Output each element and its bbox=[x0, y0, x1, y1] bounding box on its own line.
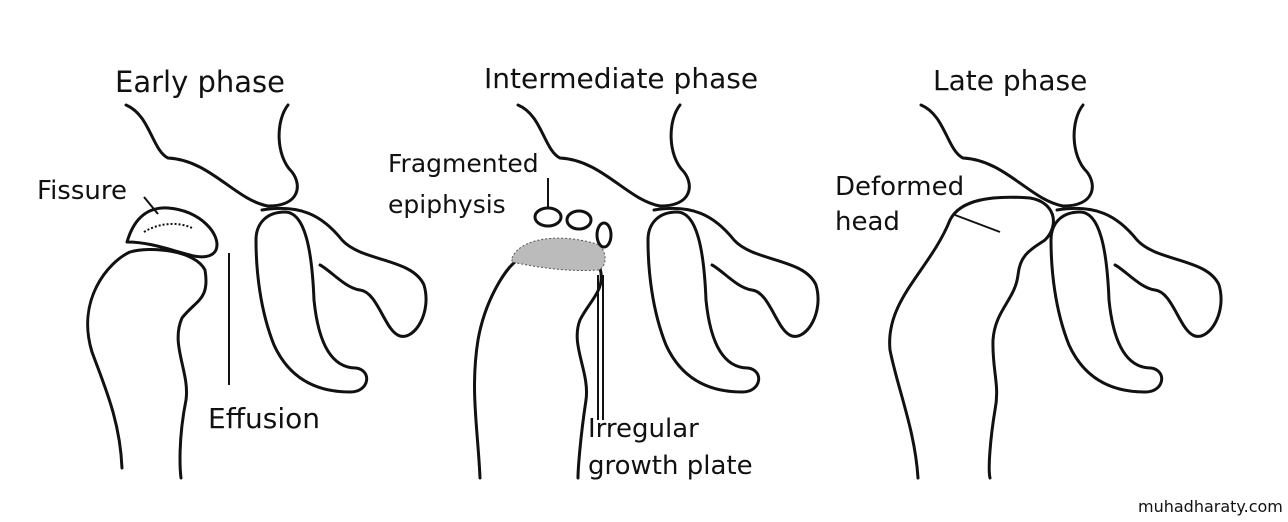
deformed-femur bbox=[888, 195, 1055, 480]
label-deformed: Deformed bbox=[835, 172, 964, 202]
label-fissure: Fissure bbox=[37, 176, 127, 206]
label-head: head bbox=[835, 207, 900, 237]
acetabulum bbox=[516, 103, 691, 208]
panel-title: Late phase bbox=[933, 64, 1087, 97]
epiphysis bbox=[125, 206, 219, 259]
acetabulum bbox=[124, 103, 299, 208]
panel-early-phase: Early phase Fissure Effusion bbox=[37, 65, 428, 480]
label-fragmented: Fragmented bbox=[388, 149, 539, 178]
label-irregular: Irregular bbox=[588, 414, 699, 444]
fragment-3 bbox=[595, 221, 613, 249]
femur bbox=[473, 260, 603, 480]
deformed-pointer bbox=[954, 214, 1001, 233]
panel-title: Intermediate phase bbox=[484, 62, 758, 95]
pelvis bbox=[1049, 206, 1223, 394]
panel-intermediate-phase: Intermediate phase Fragmented epiphysis … bbox=[388, 62, 820, 481]
pelvis bbox=[646, 206, 820, 394]
label-growth-plate: growth plate bbox=[588, 451, 753, 481]
panel-late-phase: Late phase Deformed head bbox=[835, 64, 1223, 480]
panel-title: Early phase bbox=[115, 65, 285, 99]
femur bbox=[86, 247, 208, 480]
watermark: muhadharaty.com bbox=[1138, 497, 1283, 516]
fragment-2 bbox=[565, 209, 593, 231]
fragmented-stipple bbox=[511, 237, 606, 272]
label-epiphysis: epiphysis bbox=[388, 190, 506, 219]
fissure-stipple bbox=[143, 222, 193, 233]
fragment-1 bbox=[533, 206, 563, 228]
fissure-pointer bbox=[143, 196, 159, 215]
pelvis bbox=[254, 206, 428, 394]
label-effusion: Effusion bbox=[208, 402, 320, 435]
